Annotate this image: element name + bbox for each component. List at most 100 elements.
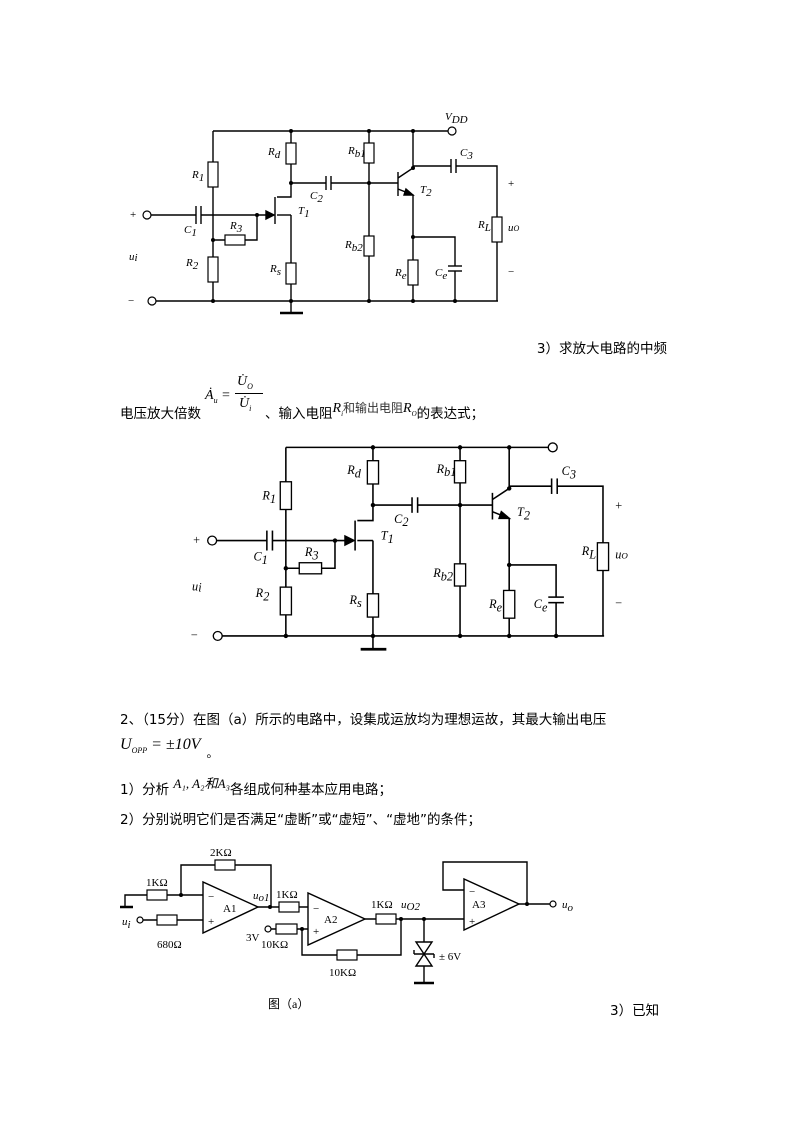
a3-plus: +	[469, 916, 475, 928]
input-plus-terminal	[142, 210, 152, 220]
vdd-terminal	[447, 126, 457, 136]
c2-label: C2	[394, 512, 408, 529]
resistor-r3	[224, 234, 246, 246]
plus-label: +	[193, 533, 200, 547]
question-2-title: 2、（15分）在图（a）所示的电路中，设集成运放均为理想运故，其最大输出电压	[120, 712, 607, 728]
c3-label: C3	[460, 147, 473, 162]
question-2-part-3: 3）已知	[610, 1003, 660, 1019]
t1-label: T1	[298, 205, 310, 220]
junction-nodes	[211, 129, 457, 303]
question-2-part-1: 1）分析 A₁, A₂和A₃各组成何种基本应用电路；	[120, 776, 393, 798]
uopp-equation: UOPP = ±10V。	[120, 736, 219, 760]
resistor-r1	[279, 481, 293, 511]
resistor-rb1	[363, 142, 375, 164]
amplifier-circuit-diagram: VDD + − ui R1 R2 R3 C1 C2 C3 Rd Rs Rb1 R…	[128, 111, 520, 315]
a1-plus: +	[208, 916, 214, 928]
rs-label: Rs	[348, 593, 362, 610]
resistor-1k-output	[375, 913, 397, 925]
resistor-rl	[596, 542, 610, 572]
vdd-label: VDD	[445, 111, 468, 126]
junction-nodes	[179, 893, 529, 931]
label-a2: A2	[324, 914, 337, 926]
resistor-rd	[366, 460, 380, 485]
rl-label: RL	[581, 544, 597, 561]
a2-minus: −	[313, 903, 319, 915]
rd-label: Rd	[267, 146, 281, 161]
resistor-r2	[279, 586, 293, 616]
label-3v: 3V	[246, 932, 260, 944]
amplifier-circuit-diagram-copy: + − ui R1 R2 R3 C1 C2 C3 Rd Rs Rb1 Rb2 R…	[191, 442, 628, 651]
a2-plus: +	[313, 926, 319, 938]
t1-label: T1	[381, 528, 394, 545]
resistor-2k-feedback	[214, 859, 236, 871]
uo-label: uO	[615, 547, 628, 561]
r3-label: R3	[229, 220, 243, 235]
r2-label: R2	[255, 586, 270, 603]
resistor-1k-input	[146, 889, 168, 901]
plus-label: +	[130, 209, 136, 221]
ui-terminal	[136, 916, 144, 924]
opamp-a1	[202, 880, 260, 935]
zener-diode	[413, 919, 435, 985]
input-plus-terminal	[207, 535, 218, 546]
question-3-line-a: 电压放大倍数	[120, 406, 201, 422]
c1-label: C1	[184, 224, 197, 239]
vdd-terminal	[547, 442, 558, 453]
label-1k-c: 1KΩ	[371, 899, 393, 911]
re-label: Re	[488, 597, 503, 614]
t2-label: T2	[517, 505, 530, 522]
resistor-rs	[366, 593, 380, 618]
rb2-label: Rb2	[344, 239, 363, 254]
label-10k-a: 10KΩ	[261, 939, 288, 951]
output-plus-label: +	[615, 499, 622, 513]
label-1k-a: 1KΩ	[146, 877, 168, 889]
question-3-line-b: 、输入电阻Ri和输出电阻RO的表达式；	[265, 401, 485, 422]
r1-label: R1	[191, 169, 204, 184]
input-minus-terminal	[147, 296, 157, 306]
r3-label: R3	[304, 545, 319, 562]
minus-label: −	[191, 628, 198, 642]
output-plus-label: +	[508, 178, 514, 190]
rs-label: Rs	[269, 263, 281, 278]
opamp-circuit-diagram: 2KΩ 1KΩ 680Ω ui − + A1 uo1 1KΩ − + A2 3V…	[120, 847, 574, 1011]
t2-label: T2	[420, 184, 432, 199]
c1-label: C1	[253, 550, 267, 567]
rd-label: Rd	[346, 463, 362, 480]
resistor-10k-input	[275, 923, 298, 935]
label-680: 680Ω	[157, 939, 182, 951]
resistor-1k-a2	[278, 901, 300, 913]
rb2-label: Rb2	[432, 566, 453, 583]
c3-label: C3	[562, 464, 576, 481]
ce-label: Ce	[534, 597, 548, 614]
input-minus-terminal	[212, 630, 223, 642]
question-2-part-2: 2）分别说明它们是否满足“虚断”或“虚短”、“虚地”的条件；	[120, 812, 482, 828]
figure-caption: 图（a）	[268, 997, 309, 1011]
label-a1: A1	[223, 903, 236, 915]
ui-label: ui	[129, 251, 138, 264]
resistor-rb2	[453, 563, 467, 587]
label-1k-b: 1KΩ	[276, 889, 298, 901]
r2-label: R2	[185, 257, 199, 272]
a1-minus: −	[208, 891, 214, 903]
resistor-r3	[298, 562, 323, 575]
r1-label: R1	[261, 489, 276, 506]
rb1-label: Rb1	[347, 145, 366, 160]
resistor-rd	[285, 142, 297, 165]
resistor-rl	[491, 216, 503, 243]
resistor-r2	[207, 256, 219, 283]
junction-nodes	[283, 445, 559, 639]
rl-label: RL	[477, 219, 491, 234]
label-uo1: uo1	[253, 890, 270, 904]
resistor-rb2	[363, 235, 375, 257]
label-10k-b: 10KΩ	[329, 967, 356, 979]
opamp-a3	[463, 877, 521, 932]
uo-terminal	[549, 900, 557, 908]
label-uo2: uO2	[401, 899, 420, 913]
resistor-rs	[285, 262, 297, 285]
ui-label: ui	[192, 579, 202, 594]
question-3-start: 3）求放大电路的中频	[536, 341, 667, 357]
3v-terminal	[264, 925, 272, 933]
c2-label: C2	[310, 190, 323, 205]
resistor-r1	[207, 161, 219, 188]
